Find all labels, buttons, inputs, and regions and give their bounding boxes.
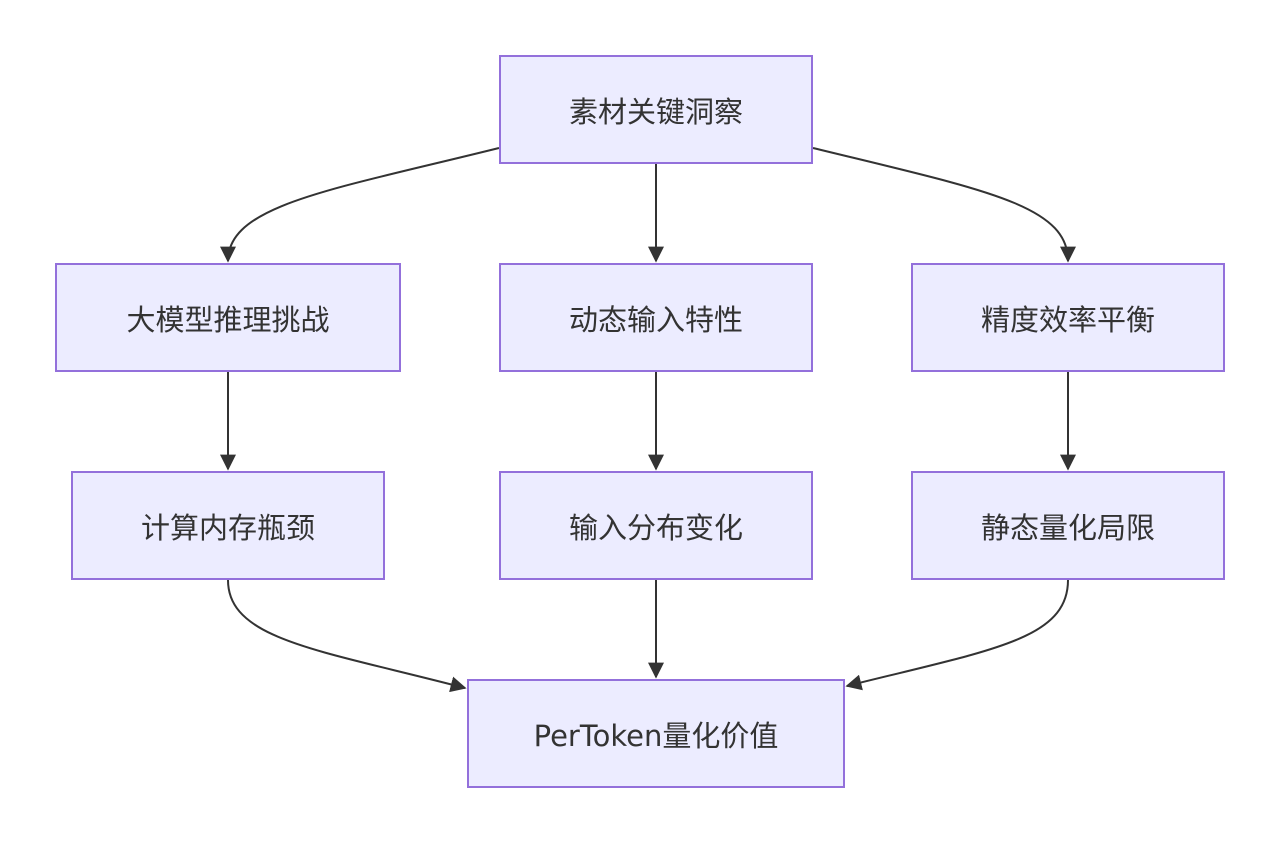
node-pertoken-quantization-value: PerToken量化价值 (467, 679, 845, 788)
edge-root-to-precision-efficiency (812, 147, 1076, 263)
node-key-insights-label: 素材关键洞察 (568, 94, 743, 129)
node-input-distribution-change-label: 输入分布变化 (568, 510, 743, 545)
node-key-insights: 素材关键洞察 (499, 55, 813, 164)
node-static-quantization-limitation-label: 静态量化局限 (980, 510, 1155, 545)
edge-static-quant-limit-to-pertoken-value (845, 579, 1069, 691)
node-compute-memory-bottleneck-label: 计算内存瓶颈 (140, 510, 315, 545)
node-llm-inference-challenge-label: 大模型推理挑战 (126, 302, 330, 337)
node-compute-memory-bottleneck: 计算内存瓶颈 (71, 471, 385, 580)
node-dynamic-input-characteristics-label: 动态输入特性 (568, 302, 743, 337)
node-llm-inference-challenge: 大模型推理挑战 (55, 263, 401, 372)
node-precision-efficiency-balance: 精度效率平衡 (911, 263, 1225, 372)
node-input-distribution-change: 输入分布变化 (499, 471, 813, 580)
edge-memory-bottleneck-to-pertoken-value (227, 579, 467, 693)
node-precision-efficiency-balance-label: 精度效率平衡 (980, 302, 1155, 337)
edge-root-to-llm-challenge (220, 147, 500, 263)
node-pertoken-quantization-value-label: PerToken量化价值 (533, 718, 779, 753)
node-static-quantization-limitation: 静态量化局限 (911, 471, 1225, 580)
node-dynamic-input-characteristics: 动态输入特性 (499, 263, 813, 372)
